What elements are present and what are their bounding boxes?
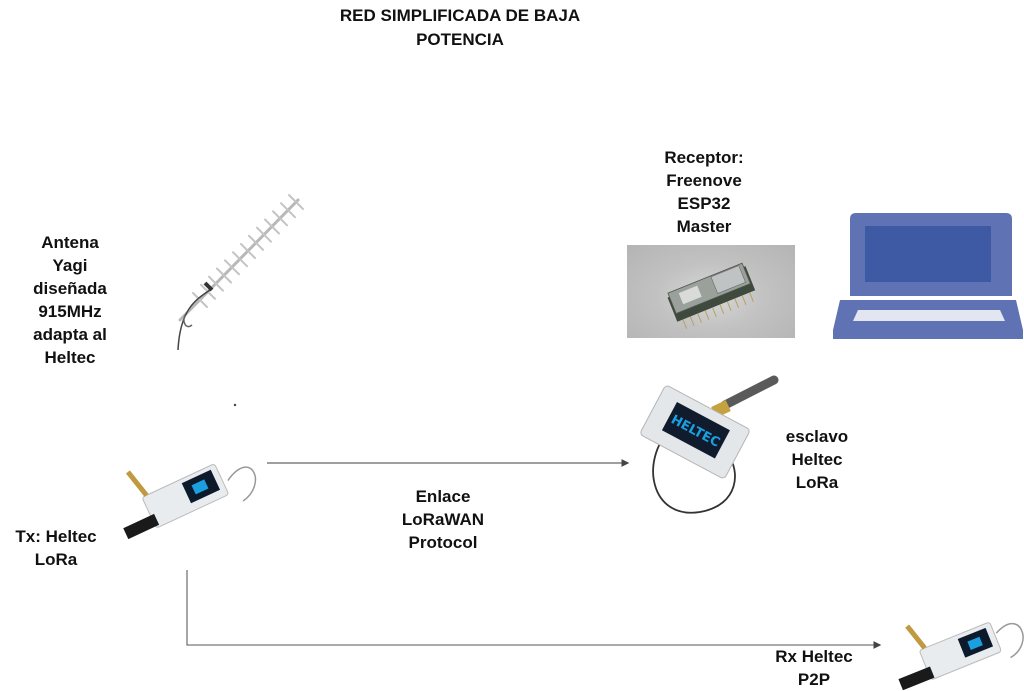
label-line: diseñada [33, 279, 107, 298]
stray-dot [233, 403, 237, 407]
label-line: Yagi [52, 256, 88, 275]
title-line: RED SIMPLIFICADA DE BAJA [339, 6, 581, 25]
tx-label: Tx: Heltec LoRa [0, 525, 112, 571]
slave-label: esclavo Heltec LoRa [762, 425, 872, 494]
yagi-director-element [264, 218, 280, 235]
label-line: Heltec [791, 450, 843, 469]
yagi-director-element [256, 226, 272, 243]
title-line: POTENCIA [416, 30, 504, 49]
esp32-board-drawing [667, 262, 756, 329]
label-line: Tx: Heltec [15, 527, 97, 546]
label-line: LoRa [34, 550, 78, 569]
label-line: Rx Heltec [775, 647, 853, 666]
label-line: Receptor: [664, 148, 744, 167]
label-line: ESP32 [677, 194, 731, 213]
esp32-board-icon [627, 245, 795, 338]
link-tx-to-rx-arrow [186, 570, 882, 649]
yagi-director-element [232, 251, 248, 268]
link-label: Enlace LoRaWAN Protocol [378, 485, 508, 554]
yagi-director-element [272, 210, 288, 227]
yagi-director-element [216, 267, 232, 284]
label-line: Antena [41, 233, 99, 252]
label-line: LoRaWAN [401, 510, 485, 529]
label-line: P2P [797, 670, 831, 689]
yagi-director-element [248, 234, 264, 251]
yagi-director-element [208, 275, 224, 292]
label-line: Protocol [408, 533, 478, 552]
receptor-label: Receptor: Freenove ESP32 Master [640, 146, 768, 238]
yagi-director-element [224, 259, 240, 276]
label-line: Freenove [666, 171, 742, 190]
diagram-title: RED SIMPLIFICADA DE BAJA POTENCIA [290, 4, 630, 52]
label-line: adapta al [33, 325, 107, 344]
yagi-director-element [192, 292, 208, 308]
yagi-director-element [280, 202, 296, 219]
label-line: Enlace [415, 487, 471, 506]
label-line: esclavo [785, 427, 849, 446]
rx-label: Rx Heltec P2P [750, 645, 878, 691]
antenna-label: Antena Yagi diseñada 915MHz adapta al He… [6, 231, 134, 369]
label-line: LoRa [795, 473, 839, 492]
yagi-director-element [240, 243, 256, 259]
label-line: 915MHz [38, 302, 102, 321]
label-line: Master [676, 217, 732, 236]
yagi-director-element [288, 194, 304, 210]
label-line: Heltec [44, 348, 96, 367]
